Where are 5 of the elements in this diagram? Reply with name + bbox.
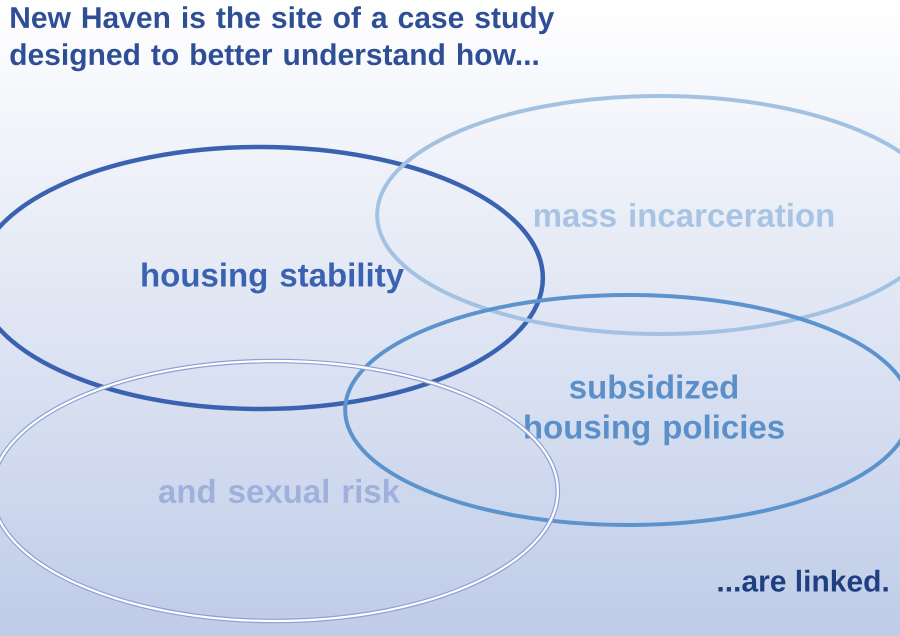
ellipse-label: housing stability — [142, 262, 404, 294]
note: ...are linked. — [718, 570, 888, 592]
title: New Haven is the site of a case study designed to better understand how... — [10, 6, 554, 72]
ellipse-label: mass incarceration — [534, 202, 834, 228]
ellipse-label: subsidized housing policies — [525, 374, 784, 446]
